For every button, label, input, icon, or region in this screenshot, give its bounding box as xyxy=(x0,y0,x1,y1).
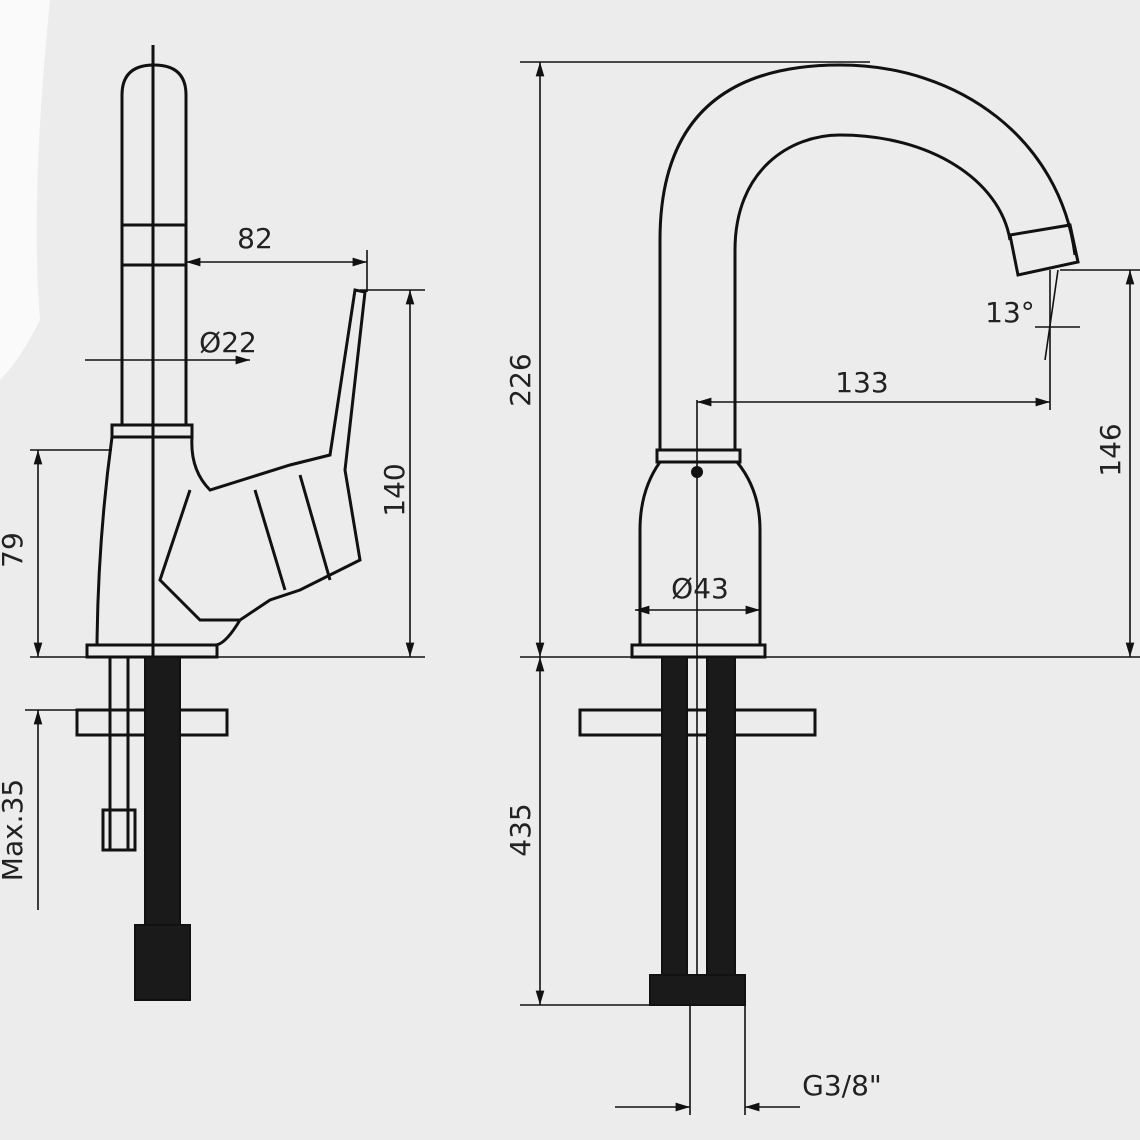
dim-spout-diameter: Ø22 xyxy=(199,326,257,359)
body-side xyxy=(638,461,762,645)
dim-body-height: 79 xyxy=(0,532,29,568)
dim-spout-projection: 133 xyxy=(835,366,888,399)
dim-handle-height: 140 xyxy=(378,463,411,516)
handle-detail xyxy=(253,474,332,591)
aerator xyxy=(1008,223,1080,277)
body-cap xyxy=(655,448,742,464)
body-side xyxy=(95,436,114,646)
dim-max-thickness: Max.35 xyxy=(0,779,29,881)
front-view: 226 146 133 13° Ø43 435 G3/8" xyxy=(504,61,1140,1115)
side-view: 82 Ø22 140 79 Max.35 xyxy=(0,45,425,1001)
nut xyxy=(649,974,746,1006)
spout-outer xyxy=(658,63,1077,450)
hose xyxy=(101,657,137,852)
handle xyxy=(158,288,367,647)
dim-outlet-angle: 13° xyxy=(985,296,1035,329)
body-cap xyxy=(110,423,194,439)
base-plate xyxy=(630,643,767,659)
supply-hose-left xyxy=(661,656,688,978)
mounting-washer xyxy=(578,708,817,737)
spout-inner xyxy=(733,133,1012,450)
dim-connection-thread: G3/8" xyxy=(802,1069,882,1102)
dim-total-height: 226 xyxy=(504,353,537,406)
threaded-rod xyxy=(144,656,181,938)
dim-base-diameter: Ø43 xyxy=(671,572,729,605)
aerator xyxy=(120,223,188,267)
spout-top xyxy=(120,63,188,240)
nut xyxy=(134,924,191,1001)
dim-outlet-height: 146 xyxy=(1094,423,1127,476)
dim-shank-length: 435 xyxy=(504,803,537,856)
background-corner xyxy=(0,0,50,380)
dim-spout-reach: 82 xyxy=(237,222,273,255)
supply-hose-right xyxy=(706,656,736,978)
